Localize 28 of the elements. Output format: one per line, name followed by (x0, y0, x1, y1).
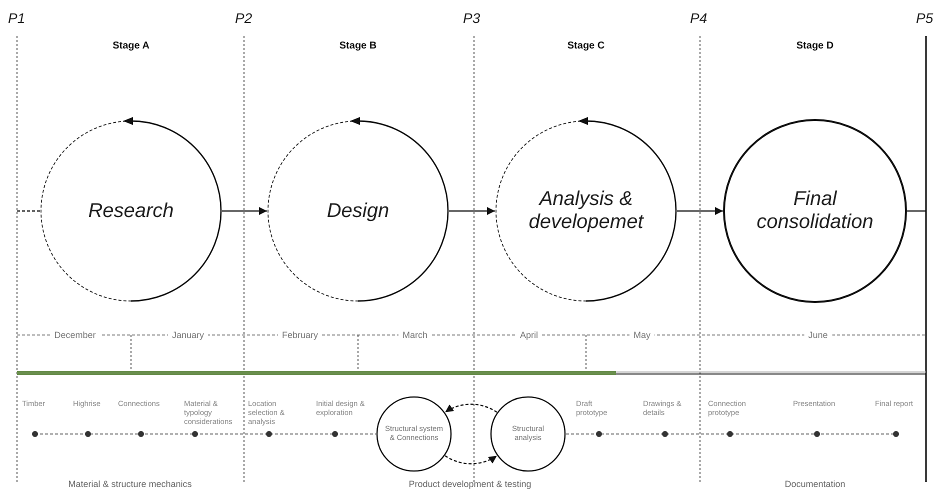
month-label: January (168, 330, 208, 340)
arrow (449, 207, 495, 215)
month-label: March (398, 330, 432, 340)
stage-heading: Stage D (796, 40, 834, 52)
phase-label: Material & structure mechanics (68, 479, 192, 489)
arrow (677, 207, 723, 215)
milestone-marker: P1 (8, 10, 26, 26)
stage-heading: Stage B (339, 40, 377, 52)
milestone-marker: P3 (463, 10, 480, 26)
month-label: May (630, 330, 654, 340)
stage-heading: Stage A (112, 40, 150, 52)
milestone-marker: P4 (690, 10, 708, 26)
milestone-marker: P5 (916, 10, 934, 26)
stage-name: Design (326, 200, 390, 222)
milestone-marker: P2 (235, 10, 252, 26)
month-label: February (278, 330, 322, 340)
stage-heading: Stage C (567, 40, 605, 52)
dashed-arrow (444, 404, 498, 413)
phase-label: Product development & testing (408, 479, 532, 489)
stage-name: Final consolidation (756, 188, 874, 234)
arrow (222, 207, 267, 215)
month-label: June (804, 330, 832, 340)
month-label: April (516, 330, 542, 340)
phase-label: Documentation (784, 479, 846, 489)
dashed-arrow (444, 455, 498, 464)
stage-name: Research (87, 200, 175, 222)
stage-name: Analysis & developemet (528, 188, 645, 234)
month-label: December (50, 330, 100, 340)
